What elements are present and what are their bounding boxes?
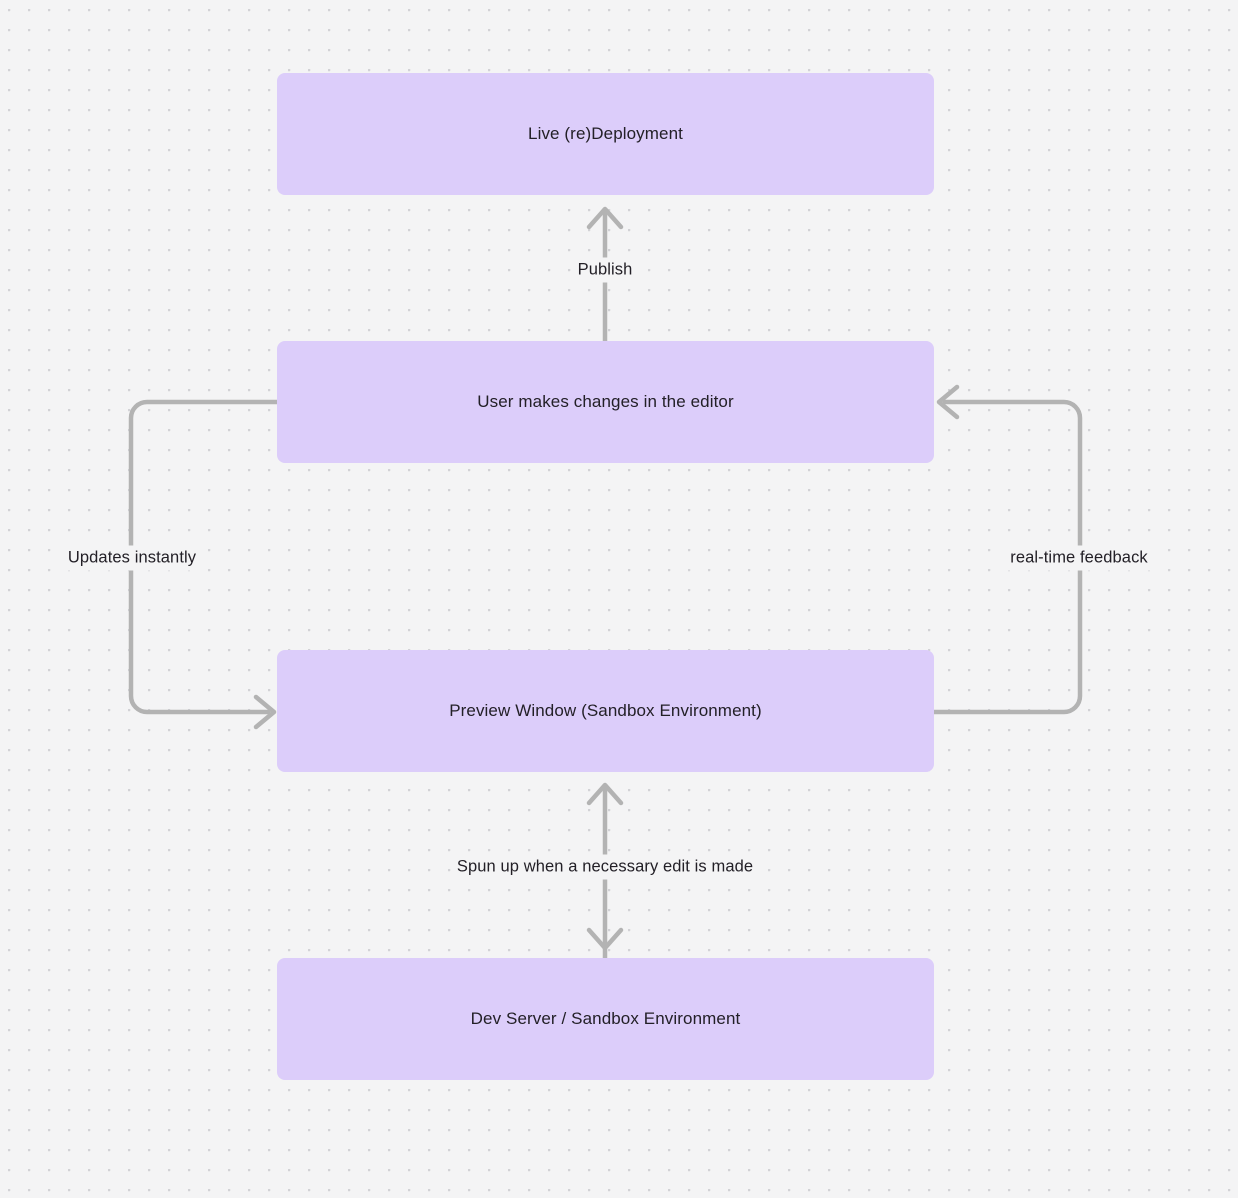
edge-label-real-time-feedback: real-time feedback: [1004, 545, 1154, 571]
edge-label-publish: Publish: [571, 257, 639, 283]
edge-label-updates-instantly: Updates instantly: [61, 545, 203, 571]
node-label-live-deployment: Live (re)Deployment: [528, 124, 683, 144]
edge-label-spun-up: Spun up when a necessary edit is made: [450, 854, 760, 880]
node-user-edits[interactable]: User makes changes in the editor: [277, 341, 934, 463]
node-live-deployment[interactable]: Live (re)Deployment: [277, 73, 934, 195]
node-label-preview-window: Preview Window (Sandbox Environment): [449, 701, 762, 721]
node-preview-window[interactable]: Preview Window (Sandbox Environment): [277, 650, 934, 772]
node-dev-server[interactable]: Dev Server / Sandbox Environment: [277, 958, 934, 1080]
node-label-user-edits: User makes changes in the editor: [477, 392, 734, 412]
node-label-dev-server: Dev Server / Sandbox Environment: [470, 1009, 741, 1029]
